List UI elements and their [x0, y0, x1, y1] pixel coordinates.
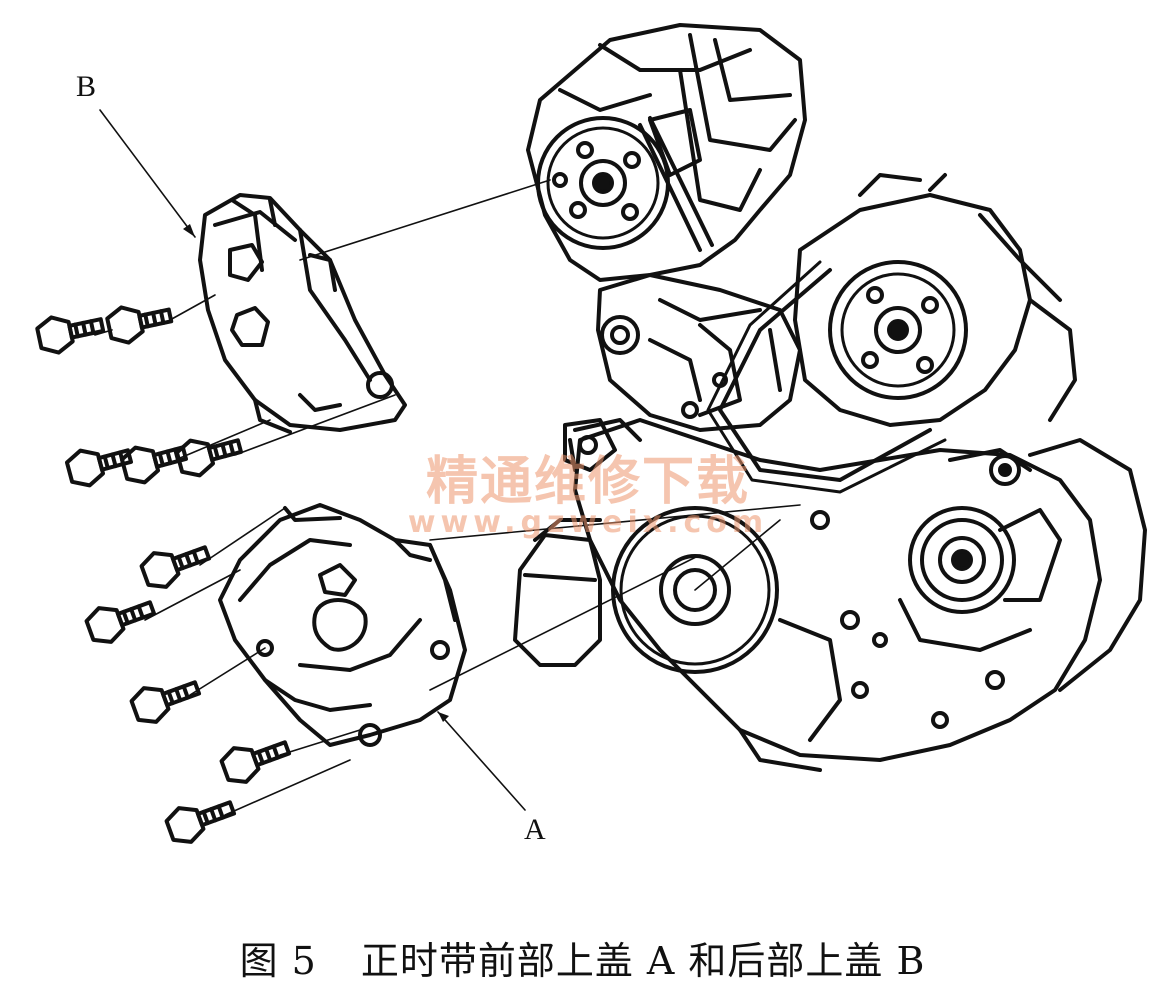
bolts: [35, 305, 292, 844]
figure-caption: 图 5 正时带前部上盖 A 和后部上盖 B: [0, 930, 1165, 985]
leader-a-arrowhead: [438, 712, 449, 722]
caption-text: 正时带前部上盖 A 和后部上盖 B: [360, 939, 926, 983]
figure-number: 图 5: [239, 939, 317, 983]
cam-pulley-upper: [536, 116, 670, 250]
crank-pulley: [611, 506, 779, 674]
leader-a: [437, 711, 526, 811]
tensioner-pulley: [908, 506, 1062, 614]
callout-label-a: A: [524, 813, 546, 846]
cover-b-rear-upper: [198, 193, 407, 434]
leader-b-arrowhead: [183, 224, 195, 237]
engine-assembly: [513, 23, 1147, 772]
leader-b: [99, 109, 196, 238]
cam-pulley-right: [828, 260, 968, 400]
cover-a-front-upper: [218, 503, 467, 747]
assembly-lines: [94, 179, 801, 816]
callout-label-b: B: [76, 70, 97, 103]
leader-lines: [99, 109, 526, 811]
